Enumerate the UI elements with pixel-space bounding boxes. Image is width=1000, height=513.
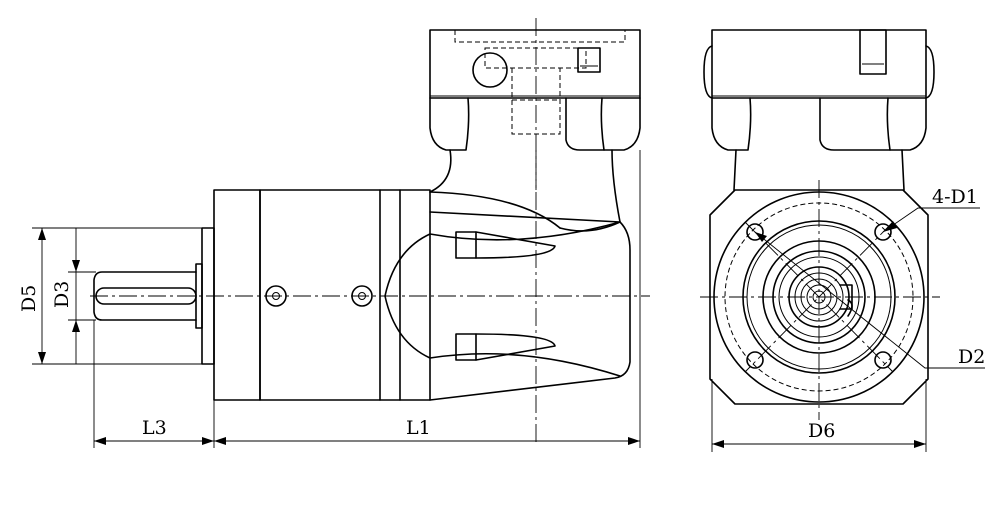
- d3-label: D3: [51, 281, 73, 308]
- d2-label: D2: [958, 346, 985, 368]
- side-view: [90, 18, 650, 445]
- l3-label: L3: [142, 417, 167, 439]
- d5-label: D5: [18, 285, 40, 312]
- side-view-dimensions: [32, 150, 641, 448]
- end-view-dimensions: [711, 207, 985, 452]
- d1-label: 4-D1: [932, 186, 978, 208]
- end-view: [700, 29, 940, 420]
- l1-label: L1: [406, 417, 431, 439]
- d6-label: D6: [808, 420, 835, 442]
